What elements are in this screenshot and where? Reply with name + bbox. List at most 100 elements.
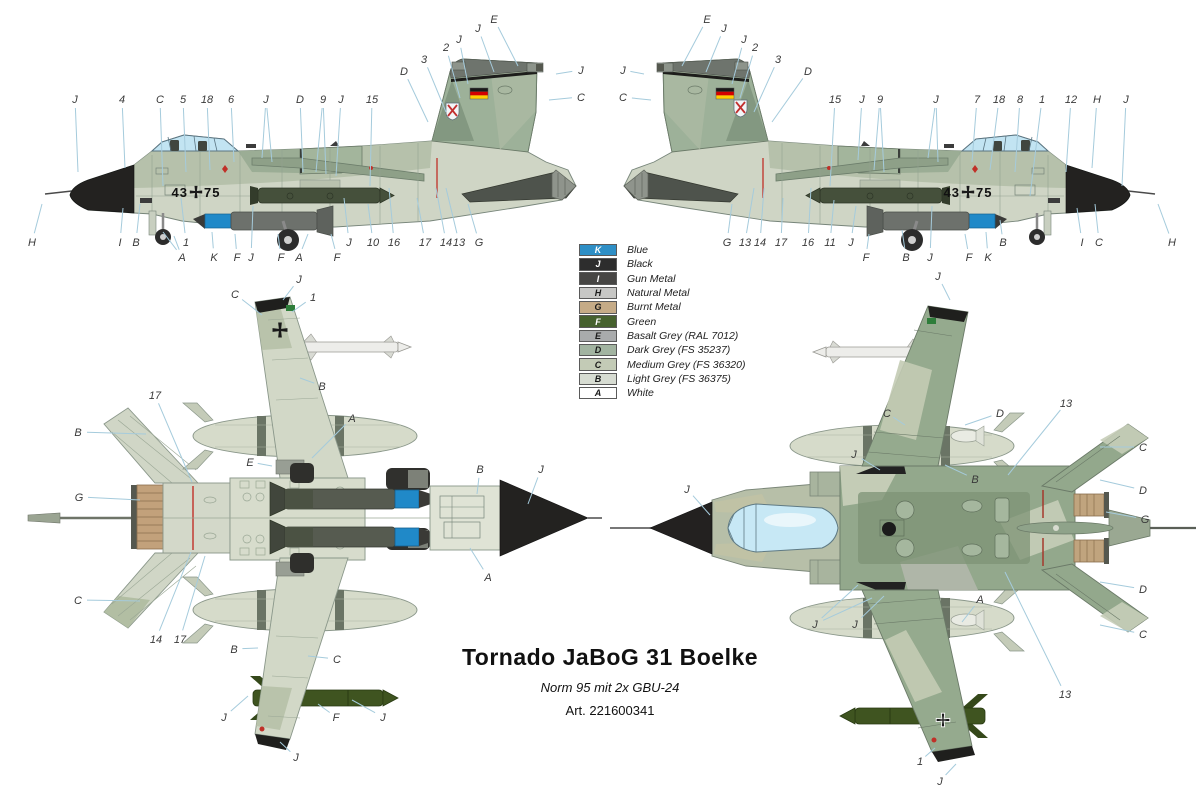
callout-label: 17 <box>419 237 432 249</box>
leader-line <box>407 78 429 123</box>
callout-label: 14 <box>150 634 162 646</box>
leader-line <box>944 464 968 476</box>
callout-label: J <box>740 34 747 46</box>
leader-line <box>548 97 573 101</box>
leader-line <box>311 424 346 459</box>
callout-label: B <box>318 381 325 393</box>
callout-label: J <box>71 94 78 106</box>
leader-line <box>87 496 141 501</box>
vertical-fin-topview <box>1016 521 1114 535</box>
leader-line <box>929 205 933 249</box>
callout-label: 3 <box>775 54 782 66</box>
callout-label: B <box>74 427 81 439</box>
legend-color-label: Burnt Metal <box>627 301 681 314</box>
callout-label: F <box>234 252 242 264</box>
leader-line <box>469 547 484 570</box>
leader-line <box>480 36 495 73</box>
leader-line <box>86 431 147 435</box>
leader-line <box>1014 107 1020 173</box>
legend-color-label: Black <box>627 258 653 271</box>
callout-label: 17 <box>149 390 162 402</box>
callout-label: 13 <box>1059 689 1072 701</box>
leader-line <box>866 233 870 249</box>
leader-line <box>780 197 784 234</box>
callout-label: I <box>1080 237 1083 249</box>
callout-label: 15 <box>366 94 379 106</box>
leader-line <box>180 197 186 234</box>
callout-label: G <box>723 237 732 249</box>
gun-port <box>882 522 896 536</box>
leader-line <box>182 555 206 631</box>
leader-line <box>307 655 329 659</box>
leader-line <box>630 70 645 75</box>
callout-label: J <box>247 252 254 264</box>
callout-label: 11 <box>824 237 835 249</box>
leader-line <box>705 36 722 73</box>
leader-line <box>1121 107 1127 187</box>
leader-line <box>935 107 939 163</box>
legend-swatch: B <box>579 372 617 386</box>
callout-label: 13 <box>739 237 752 249</box>
jabog31-crest <box>445 102 460 121</box>
callout-label: C <box>156 94 164 106</box>
callout-label: F <box>334 252 342 264</box>
leader-line <box>317 703 330 713</box>
leader-line <box>830 199 835 234</box>
leader-line <box>1007 409 1061 476</box>
callout-label: G <box>1141 514 1150 526</box>
leader-line <box>182 107 187 173</box>
legend-swatch: C <box>579 358 617 371</box>
callout-label: J <box>683 484 690 496</box>
leader-line <box>445 187 458 234</box>
callout-label: J <box>934 271 941 283</box>
callout-label: J <box>851 619 858 631</box>
leader-line <box>162 231 177 251</box>
legend-color-label: Green <box>627 315 657 328</box>
callout-label: J <box>619 65 626 77</box>
callout-label: C <box>883 408 891 420</box>
leader-line <box>692 495 711 516</box>
callout-label: D <box>400 66 408 78</box>
leader-line <box>1099 479 1135 489</box>
callout-label: C <box>231 289 239 301</box>
leader-line <box>447 55 461 99</box>
callout-label: 17 <box>174 634 187 646</box>
leader-line <box>941 283 951 301</box>
leader-line <box>1105 511 1137 518</box>
leader-line <box>234 233 237 249</box>
article-number: Art. 221600341 <box>565 703 655 718</box>
callout-label: 1 <box>917 756 923 768</box>
leader-line <box>1099 624 1135 633</box>
callout-label: J <box>936 776 943 788</box>
top-view <box>610 305 1196 762</box>
leader-line <box>279 741 291 753</box>
legend-swatch: D <box>579 343 617 357</box>
leader-line <box>873 107 880 171</box>
callout-label: 15 <box>829 94 842 106</box>
page-title: Tornado JaBoG 31 Boelke <box>461 644 759 670</box>
aircraft-code-port: 43 75 <box>172 185 220 200</box>
callout-label: F <box>278 252 286 264</box>
callout-label: 18 <box>201 94 214 106</box>
callout-label: 8 <box>1017 94 1024 106</box>
leader-line <box>1065 107 1071 173</box>
callout-label: J <box>1122 94 1129 106</box>
side-view-port: 43 75 <box>43 57 578 253</box>
callout-label: B <box>230 644 237 656</box>
callout-label: 2 <box>442 42 449 54</box>
leader-line <box>206 107 211 171</box>
leader-line <box>435 187 445 234</box>
leader-line <box>351 699 376 714</box>
red-position-light <box>259 726 265 732</box>
leader-line <box>136 203 141 234</box>
callout-label: E <box>703 14 711 26</box>
callout-label: H <box>28 237 36 249</box>
callout-label: F <box>863 252 871 264</box>
code-right: 75 <box>976 185 992 200</box>
